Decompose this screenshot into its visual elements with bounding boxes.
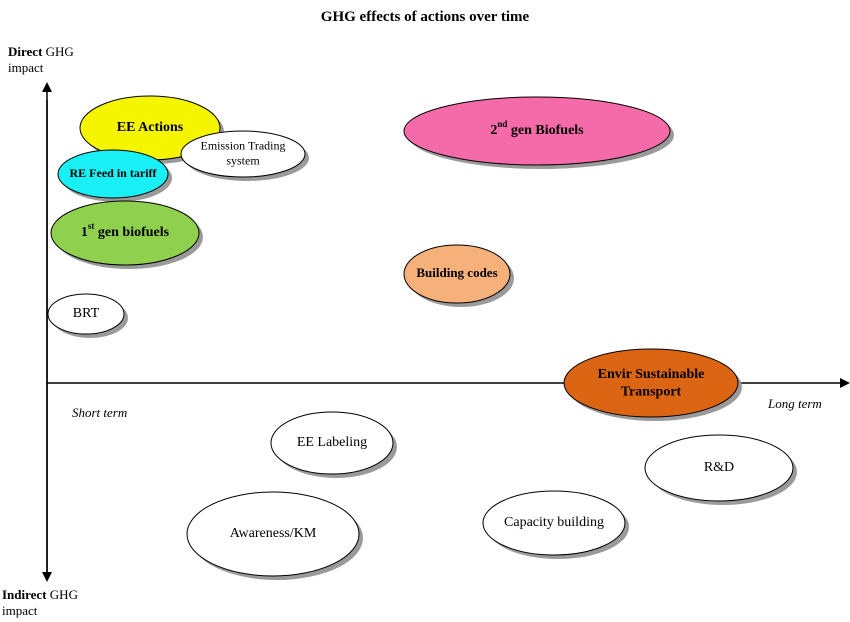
node-label: Awareness/KM [230,526,317,541]
y-axis-top-rest: GHG [42,44,74,59]
y-axis-top-bold: Direct [8,44,43,59]
node-label: RE Feed in tariff [70,166,158,180]
node-label: 1st gen biofuels [81,221,170,240]
node-label-pre: 1 [81,225,88,240]
node-ellipse [47,293,125,335]
node-label-pre: 2 [490,123,497,138]
node-label: Envir Sustainable [598,367,705,382]
y-axis-top-line2: impact [8,60,44,75]
node-r-and-d: R&D [644,434,797,505]
node-label: EE Labeling [297,435,367,450]
node-label-sup: st [88,221,95,231]
node-label-post: gen biofuels [94,225,169,240]
y-axis-top-label: Direct GHG impact [8,44,74,76]
node-label: EE Actions [117,120,184,135]
node-ellipse [563,348,739,418]
node-ellipse [403,96,671,166]
node-label-post: gen Biofuels [507,123,584,138]
node-label: BRT [73,306,100,321]
node-label-sup: nd [497,119,507,129]
node-ellipse [186,491,360,577]
y-axis-bottom-rest: GHG [46,587,78,602]
node-label: 2nd gen Biofuels [490,119,584,138]
node-ee-labeling: EE Labeling [270,411,397,478]
node-ellipse [482,490,626,556]
x-axis-right-label: Long term [768,396,822,411]
y-axis-bottom-bold: Indirect [2,587,47,602]
node-label: Emission Trading [200,139,285,153]
x-axis-left-label: Short term [72,405,128,420]
node-label: R&D [704,460,734,475]
node-ellipse [644,434,794,502]
y-axis-bottom-label: Indirect GHG impact [2,587,78,619]
node-ellipse [180,130,306,178]
node-label: Building codes [416,265,497,280]
node-ellipse [270,411,394,475]
node-label: Capacity building [504,515,604,530]
y-axis-bottom-line2: impact [2,603,38,618]
diagram-title: GHG effects of actions over time [320,9,530,25]
node-building-codes: Building codes [403,244,514,307]
node-capacity-building: Capacity building [482,490,629,559]
node-brt: BRT [47,293,128,338]
node-re-feed-in-tariff: RE Feed in tariff [57,149,172,202]
node-second-gen-biofuels: 2nd gen Biofuels [403,96,674,169]
node-first-gen-biofuels: 1st gen biofuels [50,200,203,269]
node-ellipse [403,244,511,304]
node-ellipse [50,200,200,266]
node-label-line2: system [226,154,260,168]
node-label-line2: Transport [621,384,682,399]
node-awareness-km: Awareness/KM [186,491,363,580]
node-ellipse [57,149,169,199]
